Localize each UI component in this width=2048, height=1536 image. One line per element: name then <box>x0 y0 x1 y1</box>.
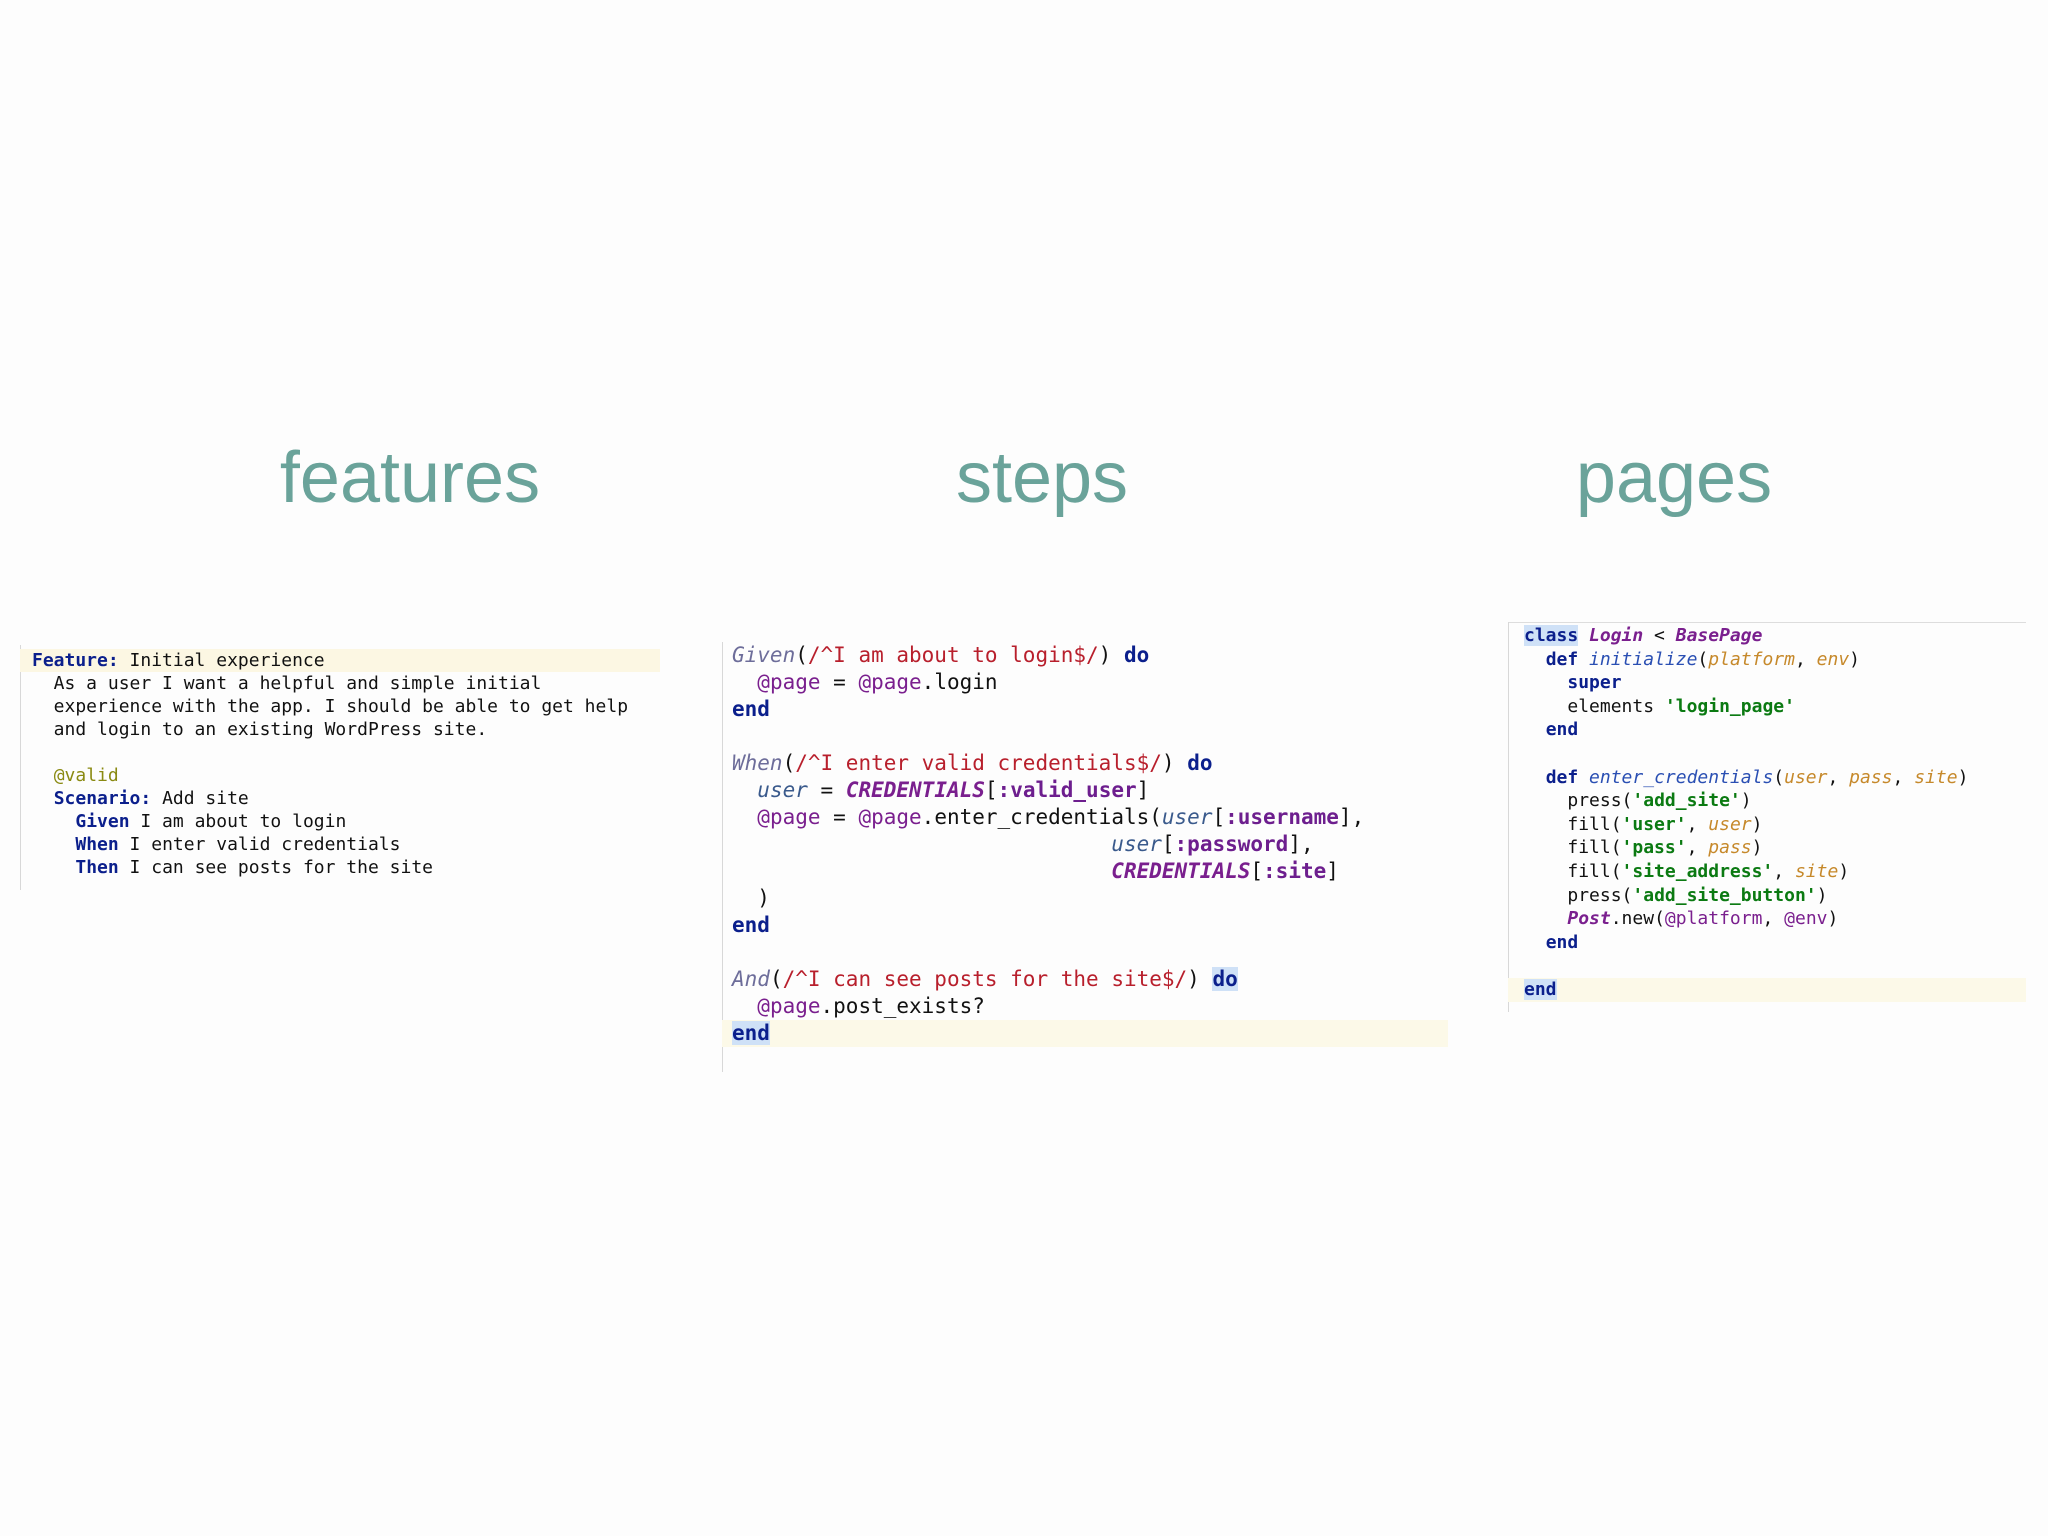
code-line: Post.new(@platform, @env) <box>1567 908 1839 930</box>
code-line: ) <box>732 886 770 910</box>
features-heading: features <box>279 438 541 518</box>
editor-gutter <box>1508 622 1509 1012</box>
code-line: press('add_site') <box>1567 790 1752 812</box>
editor-gutter <box>722 642 723 1072</box>
code-line: @page = @page.login <box>757 670 998 694</box>
editor-gutter <box>20 645 21 890</box>
code-line: Feature: Initial experience <box>20 649 660 672</box>
steps-heading: steps <box>955 438 1129 518</box>
code-line: @valid <box>53 765 119 786</box>
code-line: Given(/^I am about to login$/) do <box>732 643 1150 667</box>
code-line-current: end <box>1508 978 2026 1002</box>
code-line: elements 'login_page' <box>1567 695 1795 717</box>
code-line: As a user I want a helpful and simple in… <box>32 673 542 694</box>
code-line: When(/^I enter valid credentials$/) do <box>732 751 1213 775</box>
code-line: fill('user', user) <box>1567 813 1763 835</box>
code-line: super <box>1567 672 1622 694</box>
code-line: When I enter valid credentials <box>75 834 401 855</box>
code-line: @page = @page.enter_credentials(user[:us… <box>757 805 1365 829</box>
code-line: @page.post_exists? <box>757 994 985 1018</box>
pages-code-panel: class Login < BasePage def initialize(pl… <box>1508 622 2026 1012</box>
code-line: experience with the app. I should be abl… <box>32 696 629 717</box>
code-line: And(/^I can see posts for the site$/) do <box>732 967 1238 991</box>
code-line: end <box>732 913 770 937</box>
code-line: fill('site_address', site) <box>1567 861 1850 882</box>
code-line: and login to an existing WordPress site. <box>32 719 488 740</box>
code-line: fill('pass', pass) <box>1567 837 1763 859</box>
code-line: user = CREDENTIALS[:valid_user] <box>757 778 1150 802</box>
code-line: press('add_site_button') <box>1567 884 1828 906</box>
code-line: def enter_credentials(user, pass, site) <box>1545 766 1969 788</box>
code-line: class Login < BasePage <box>1524 625 1763 646</box>
code-line: Given I am about to login <box>75 811 347 832</box>
code-line: Then I can see posts for the site <box>75 857 433 878</box>
steps-code-panel: Given(/^I am about to login$/) do @page … <box>722 642 1448 1072</box>
code-line: def initialize(platform, env) <box>1545 648 1861 670</box>
code-line-current: end <box>722 1020 1448 1047</box>
code-line: CREDENTIALS[:site] <box>1111 859 1339 883</box>
code-line: Scenario: Add site <box>53 788 249 809</box>
features-code-panel: Feature: Initial experience As a user I … <box>20 645 660 890</box>
panel-border <box>1508 622 2026 623</box>
code-line: end <box>732 697 770 721</box>
code-line: user[:password], <box>1111 832 1314 856</box>
code-line: end <box>1545 719 1579 741</box>
pages-heading: pages <box>1575 438 1773 518</box>
code-line: end <box>1545 931 1579 953</box>
